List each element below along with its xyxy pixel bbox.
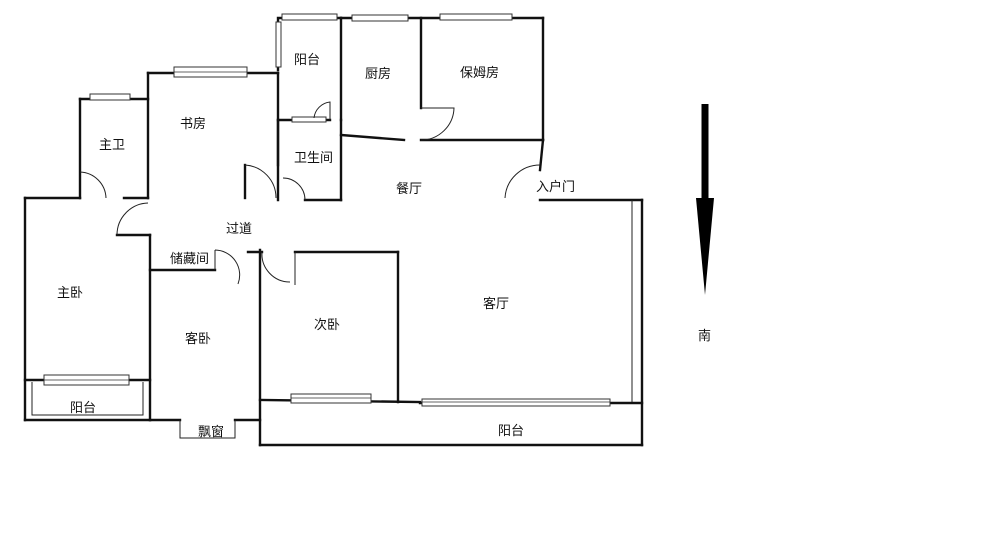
label-second-bedroom: 次卧	[314, 317, 340, 333]
label-balcony-living: 阳台	[498, 424, 524, 439]
compass-direction-label: 南	[698, 328, 711, 344]
label-entrance-door: 入户门	[536, 179, 575, 195]
label-corridor: 过道	[226, 222, 252, 237]
label-living-room: 客厅	[483, 296, 509, 312]
label-storage: 储藏间	[170, 252, 209, 267]
compass-arrow-icon	[696, 198, 714, 295]
label-bathroom: 卫生间	[294, 151, 333, 166]
label-balcony-master: 阳台	[70, 401, 96, 416]
label-study: 书房	[180, 116, 206, 132]
label-guest-bedroom: 客卧	[185, 331, 211, 347]
label-master-bedroom: 主卧	[57, 286, 83, 301]
doors	[79, 101, 541, 285]
room-labels: 阳台 厨房 保姆房 书房 主卫 卫生间 餐厅 入户门 过道 储藏间 主卧 客卧 …	[57, 53, 575, 440]
label-balcony-top: 阳台	[294, 53, 320, 68]
label-master-bath: 主卫	[99, 138, 125, 153]
windows	[43, 13, 611, 407]
label-kitchen: 厨房	[365, 66, 391, 82]
compass: 南	[696, 104, 714, 344]
label-dining: 餐厅	[396, 181, 422, 197]
label-bay-window: 飘窗	[198, 424, 224, 440]
label-nanny-room: 保姆房	[460, 65, 499, 81]
